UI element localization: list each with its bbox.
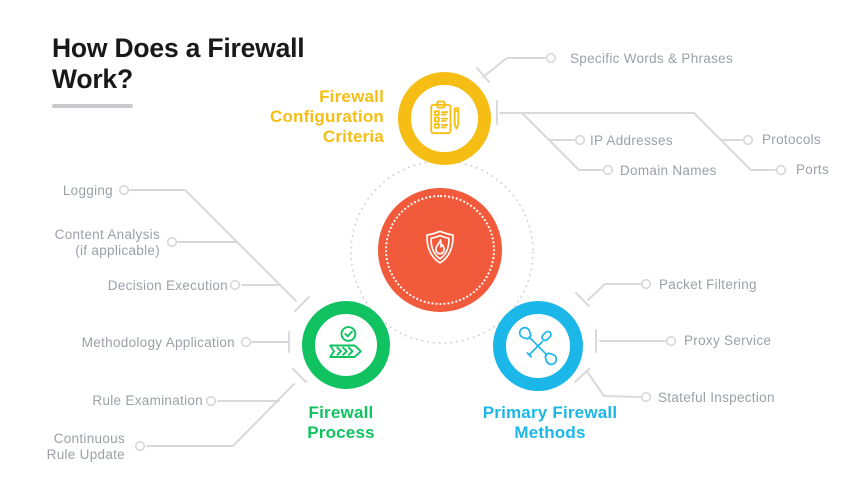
endpoint-dot bbox=[240, 336, 252, 348]
item-content-analysis: Content Analysis (if applicable) bbox=[54, 227, 160, 258]
item-methodology-application: Methodology Application bbox=[81, 335, 235, 350]
endpoint-dot bbox=[166, 236, 178, 248]
item-stateful-inspection: Stateful Inspection bbox=[658, 390, 775, 405]
center-dotted-ring bbox=[385, 195, 495, 305]
item-domain-names: Domain Names bbox=[620, 163, 717, 178]
item-protocols: Protocols bbox=[762, 132, 821, 147]
node-process-circle bbox=[302, 301, 390, 389]
connector-logging bbox=[129, 189, 297, 302]
wrench-screwdriver-icon bbox=[517, 325, 559, 367]
connector-tick bbox=[575, 292, 590, 307]
item-decision-execution: Decision Execution bbox=[107, 278, 228, 293]
connector-packet-filtering bbox=[587, 283, 641, 301]
node-configuration-circle bbox=[398, 72, 491, 165]
connector-tick bbox=[476, 67, 490, 83]
node-methods-circle bbox=[493, 301, 583, 391]
endpoint-dot bbox=[134, 440, 146, 452]
title-underline bbox=[52, 104, 133, 108]
connector-domain-names bbox=[521, 112, 603, 171]
node-configuration-label: Firewall Configuration Criteria bbox=[269, 87, 384, 146]
item-ip-addresses: IP Addresses bbox=[590, 133, 673, 148]
item-proxy-service: Proxy Service bbox=[684, 333, 772, 348]
endpoint-dot bbox=[665, 335, 677, 347]
connector-tick bbox=[292, 368, 307, 383]
item-ports: Ports bbox=[796, 162, 830, 177]
connector-tick bbox=[294, 296, 310, 312]
checkmark-chevron-flow-icon bbox=[323, 322, 369, 368]
connector-stateful-inspection bbox=[587, 372, 641, 398]
node-methods-label: Primary Firewall Methods bbox=[482, 403, 618, 442]
endpoint-dot bbox=[229, 279, 241, 291]
endpoint-dot bbox=[574, 134, 586, 146]
node-process-label: Firewall Process bbox=[307, 403, 375, 442]
endpoint-dot bbox=[742, 134, 754, 146]
connector-lines bbox=[129, 57, 776, 447]
endpoint-dot bbox=[640, 278, 652, 290]
item-continuous-rule-update: Continuous Rule Update bbox=[46, 431, 125, 462]
endpoint-dot bbox=[545, 52, 557, 64]
endpoint-dot bbox=[118, 184, 130, 196]
center-firewall-node bbox=[378, 188, 502, 312]
endpoint-dot bbox=[602, 164, 614, 176]
connector-tick bbox=[574, 368, 590, 383]
item-logging: Logging bbox=[62, 183, 113, 198]
outer-dashed-ring bbox=[350, 160, 534, 344]
endpoint-dot bbox=[775, 164, 787, 176]
item-rule-examination: Rule Examination bbox=[92, 393, 203, 408]
connector-specific-words bbox=[482, 57, 546, 78]
endpoint-dot bbox=[640, 391, 652, 403]
page-title: How Does a Firewall Work? bbox=[52, 33, 305, 94]
item-packet-filtering: Packet Filtering bbox=[659, 277, 757, 292]
connector-ports bbox=[693, 112, 776, 171]
item-specific-words-phrases: Specific Words & Phrases bbox=[570, 51, 734, 66]
connector-continuous-update bbox=[146, 383, 295, 447]
connector-endpoint-dots bbox=[118, 52, 787, 452]
clipboard-checklist-pen-icon bbox=[423, 97, 467, 141]
endpoint-dot bbox=[205, 395, 217, 407]
